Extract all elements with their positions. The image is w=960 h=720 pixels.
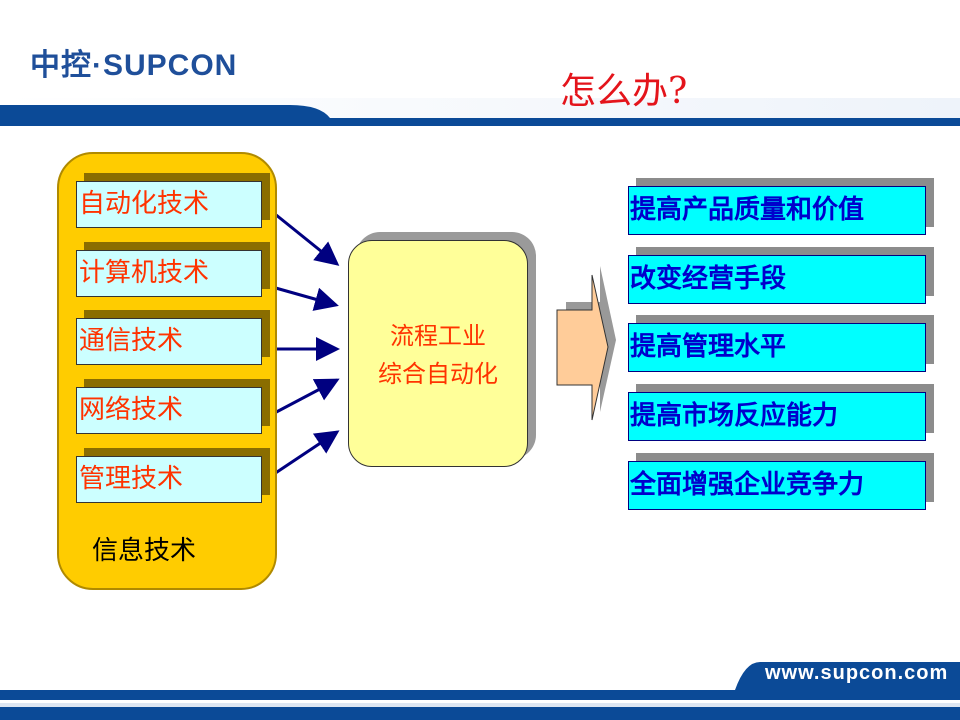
tech-box-automation: 自动化技术 <box>76 181 262 228</box>
center-line2: 综合自动化 <box>378 360 498 388</box>
tech-box-management: 管理技术 <box>76 456 262 503</box>
outcome-box-5: 全面增强企业竞争力 <box>628 461 926 510</box>
big-right-arrow <box>556 266 616 421</box>
outcome-box-2: 改变经营手段 <box>628 255 926 304</box>
center-box: 流程工业 综合自动化 <box>348 240 528 467</box>
connector-arrows <box>264 204 340 482</box>
supcon-logo: 中控·SUPCON <box>30 49 238 82</box>
group-label: 信息技术 <box>92 536 197 566</box>
tech-box-computer: 计算机技术 <box>76 250 262 297</box>
footer-url: www.supcon.com <box>765 662 949 684</box>
tech-box-communication: 通信技术 <box>76 318 262 365</box>
outcome-box-3: 提高管理水平 <box>628 323 926 372</box>
center-line1: 流程工业 <box>390 322 486 350</box>
slide-title: 怎么办? <box>560 71 688 112</box>
outcome-box-4: 提高市场反应能力 <box>628 392 926 441</box>
tech-box-network: 网络技术 <box>76 387 262 434</box>
outcome-box-1: 提高产品质量和价值 <box>628 186 926 235</box>
